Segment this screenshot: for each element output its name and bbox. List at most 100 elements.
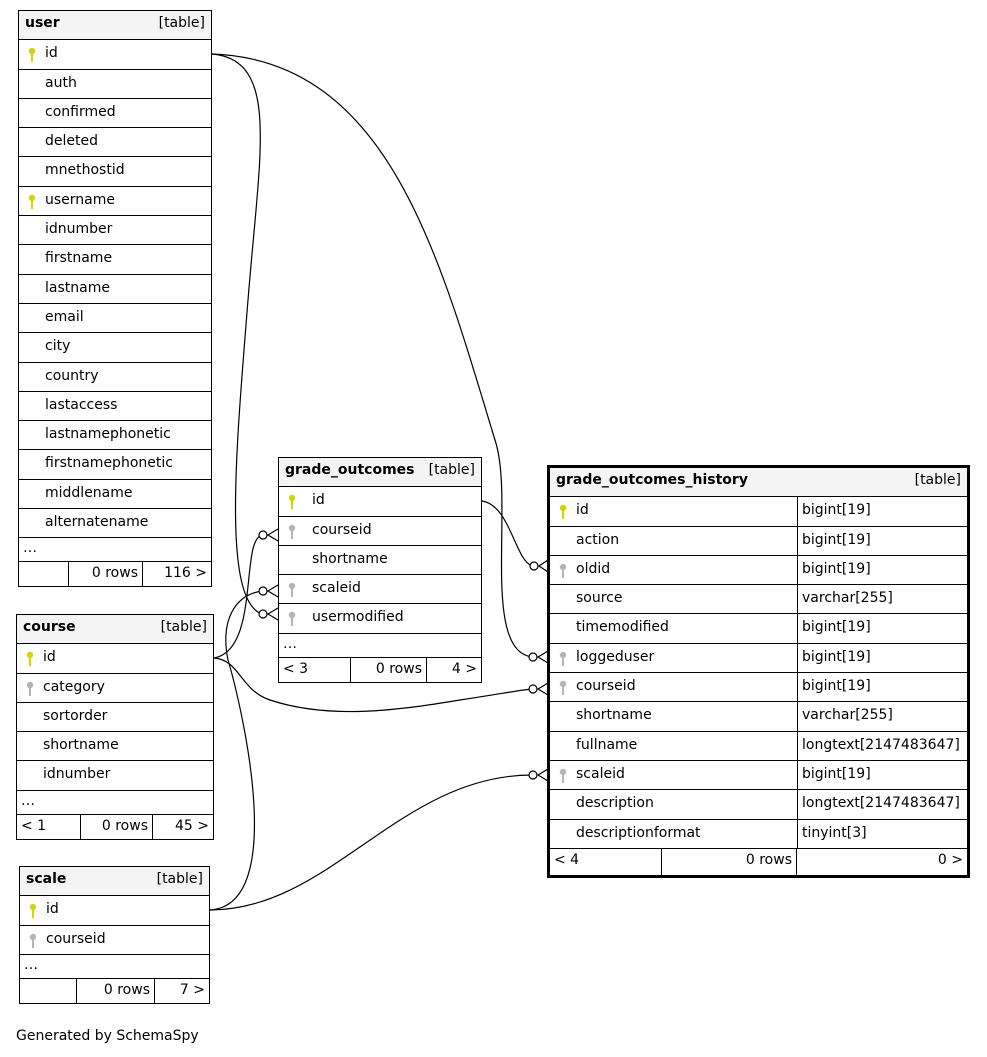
column-row[interactable]: sortorder	[17, 703, 213, 733]
column-row[interactable]: id	[19, 40, 211, 70]
table-footer: 0 rows 7 >	[20, 978, 209, 1003]
column-row[interactable]: shortname	[17, 732, 213, 762]
more-columns: …	[279, 634, 481, 658]
column-name: courseid	[46, 930, 106, 947]
column-name: firstnamephonetic	[45, 455, 173, 472]
parent-count[interactable]: < 4	[550, 848, 662, 875]
column-name: lastname	[45, 279, 110, 296]
column-row[interactable]: mnethostid	[19, 157, 211, 187]
column-row[interactable]: courseid	[20, 926, 209, 955]
row-count: 0 rows	[77, 978, 155, 1003]
parent-count[interactable]: < 1	[17, 814, 81, 839]
column-name: id	[45, 45, 58, 62]
column-row[interactable]: idnumber	[19, 216, 211, 246]
primary-key-icon	[28, 194, 36, 209]
foreign-key-icon	[29, 933, 37, 948]
child-count[interactable]: 7 >	[179, 981, 205, 998]
column-name: descriptionformat	[576, 824, 701, 841]
column-row[interactable]: id	[20, 896, 209, 926]
table-name: grade_outcomes	[285, 462, 415, 478]
column-row[interactable]: deleted	[19, 128, 211, 158]
table-scale[interactable]: scale [table] id courseid … 0 rows 7 >	[19, 866, 210, 1004]
table-tag: [table]	[156, 871, 203, 887]
column-name: category	[43, 678, 105, 695]
column-row[interactable]: shortname	[279, 546, 481, 576]
column-name: deleted	[45, 133, 98, 150]
column-row[interactable]: lastname	[19, 275, 211, 304]
column-row[interactable]: country	[19, 363, 211, 392]
row-count: 0 rows	[81, 814, 153, 839]
column-row[interactable]: lastnamephonetic	[19, 421, 211, 451]
column-type: bigint[19]	[802, 619, 871, 636]
edge-course-grade-outcomes	[213, 534, 263, 659]
column-row[interactable]: usermodified	[279, 604, 481, 634]
table-header: scale [table]	[20, 867, 209, 897]
column-name: timemodified	[576, 619, 669, 636]
foreign-key-icon	[26, 681, 34, 696]
column-name: auth	[45, 74, 77, 91]
column-name: scaleid	[312, 580, 361, 597]
table-header: user [table]	[19, 11, 211, 41]
column-name: firstname	[45, 250, 113, 267]
column-row[interactable]: firstname	[19, 245, 211, 275]
parent-count[interactable]: < 3	[279, 657, 351, 682]
primary-key-icon	[559, 505, 567, 520]
column-row[interactable]: middlename	[19, 480, 211, 510]
column-row[interactable]: confirmed	[19, 99, 211, 129]
table-grade-outcomes[interactable]: grade_outcomes [table] id courseid short…	[278, 457, 482, 683]
ellipsis: …	[23, 540, 37, 557]
column-row[interactable]: scaleid	[279, 575, 481, 605]
column-row[interactable]: auth	[19, 70, 211, 99]
column-name: id	[46, 901, 59, 918]
child-count[interactable]: 4 >	[451, 660, 477, 677]
foreign-key-icon	[559, 680, 567, 696]
column-name: action	[576, 531, 620, 548]
column-row[interactable]: id	[17, 644, 213, 674]
child-count[interactable]: 116 >	[164, 565, 207, 582]
table-user[interactable]: user [table] id auth confirmed deleted m…	[18, 10, 212, 588]
column-row[interactable]: id	[279, 487, 481, 517]
column-name: description	[576, 795, 654, 812]
child-count[interactable]: 45 >	[175, 817, 209, 834]
column-name: courseid	[312, 521, 372, 538]
parent-count[interactable]	[19, 562, 69, 587]
table-course[interactable]: course [table] id category sortorder sho…	[16, 614, 214, 840]
column-row[interactable]: email	[19, 304, 211, 334]
column-name: shortname	[43, 737, 119, 754]
column-row[interactable]: courseid	[279, 517, 481, 546]
table-tag: [table]	[160, 619, 207, 635]
column-type: bigint[19]	[802, 560, 871, 577]
foreign-key-icon	[559, 768, 567, 783]
table-name: course	[23, 619, 76, 635]
column-name: usermodified	[312, 609, 404, 626]
column-row[interactable]: username	[19, 187, 211, 217]
table-header: grade_outcomes_history [table]	[550, 468, 967, 498]
parent-count[interactable]	[20, 978, 77, 1003]
child-count[interactable]: 0 >	[937, 851, 963, 868]
column-row[interactable]: timemodified bigint[19]	[550, 614, 967, 644]
column-row[interactable]: city	[19, 333, 211, 363]
row-count: 0 rows	[662, 848, 797, 875]
column-row[interactable]: category	[17, 674, 213, 703]
primary-key-icon	[29, 904, 37, 919]
table-header: grade_outcomes [table]	[279, 458, 481, 488]
column-type: longtext[2147483647]	[802, 736, 960, 753]
column-name: city	[45, 338, 71, 355]
column-row[interactable]: idnumber	[17, 761, 213, 791]
column-row[interactable]: alternatename	[19, 509, 211, 539]
column-row[interactable]: firstnamephonetic	[19, 450, 211, 480]
column-row[interactable]: lastaccess	[19, 392, 211, 422]
